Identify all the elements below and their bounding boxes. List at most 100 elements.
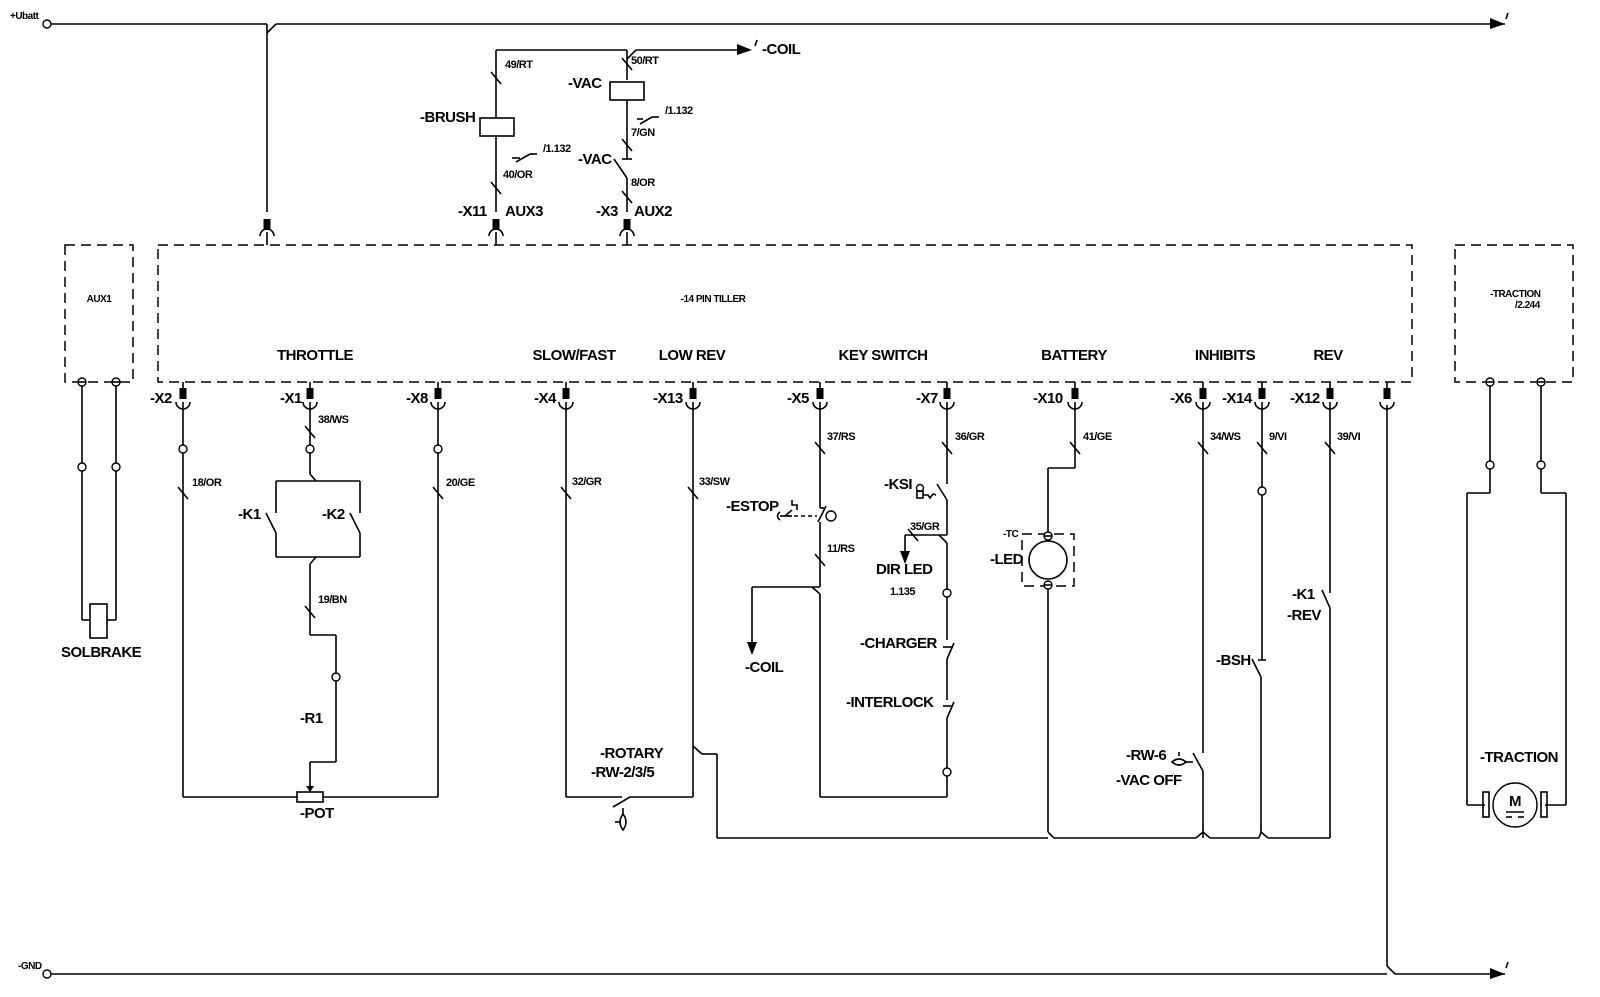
- rw6-actuator-icon: [1170, 758, 1188, 766]
- svg-text:-X10: -X10: [1033, 390, 1063, 407]
- ground-rail: -GND: [18, 405, 1509, 979]
- k1-rev-label: -K1: [1292, 586, 1315, 603]
- wire-label: 40/OR: [503, 169, 533, 181]
- estop-latch-icon: [825, 510, 837, 522]
- svg-text:38/WS: 38/WS: [318, 414, 349, 426]
- svg-text:-X5: -X5: [787, 390, 809, 407]
- svg-text:-X1: -X1: [280, 390, 302, 407]
- ksi-contact-icon: [936, 483, 948, 501]
- traction-title: -TRACTION: [1490, 289, 1541, 300]
- pin-x4: -X4: [534, 382, 574, 410]
- traction-module: -TRACTION /2.244 M -TRACTION: [1454, 244, 1574, 828]
- svg-text:39/VI: 39/VI: [1337, 431, 1361, 443]
- wire-label: 7/GN: [631, 127, 655, 139]
- r1-label: -R1: [300, 710, 323, 727]
- arrow-right-icon: [1490, 968, 1505, 979]
- arrow-right-icon: [1490, 18, 1505, 29]
- svg-text:9/VI: 9/VI: [1269, 431, 1287, 443]
- coil-label: -COIL: [745, 659, 784, 676]
- potentiometer-icon: [296, 791, 324, 803]
- led-label: -LED: [990, 551, 1024, 568]
- pin-x6: -X6: [1170, 382, 1211, 410]
- contact-reference: /1.132: [543, 143, 571, 155]
- k2-contact-icon: [349, 512, 361, 534]
- contact-reference: /1.132: [665, 105, 693, 117]
- k1-rev-contact-icon: [1321, 589, 1331, 609]
- pin-x1: -X1: [280, 382, 318, 410]
- section-rev: REV: [1313, 347, 1343, 364]
- svg-text:-X4: -X4: [534, 390, 557, 407]
- pot-label: -POT: [300, 805, 334, 822]
- svg-text:-X2: -X2: [150, 390, 172, 407]
- pin-gnd: [1379, 382, 1395, 410]
- inhibits-rev-circuit: 34/WS -RW-6 -VAC OFF 9/VI -BSH 39/VI -K1…: [1116, 402, 1361, 839]
- svg-text:33/SW: 33/SW: [699, 476, 731, 488]
- svg-text:18/OR: 18/OR: [192, 477, 222, 489]
- rotary-switch-icon: [612, 796, 631, 808]
- pin-x5: -X5: [787, 382, 828, 410]
- interlock-label: -INTERLOCK: [846, 694, 934, 711]
- rw235-label: -RW-2/3/5: [591, 764, 654, 781]
- svg-text:-X12: -X12: [1290, 390, 1320, 407]
- battery-led-icon: [1028, 540, 1068, 580]
- brush-label: -BRUSH: [420, 109, 475, 126]
- wire-label: 49/RT: [505, 59, 533, 71]
- k1-label: -K1: [238, 506, 261, 523]
- svg-text:-X7: -X7: [916, 390, 938, 407]
- aux1-label: AUX1: [87, 294, 113, 305]
- svg-text:-X6: -X6: [1170, 390, 1192, 407]
- bsh-contact-icon: [1251, 658, 1262, 678]
- wire-label: 8/OR: [631, 177, 655, 189]
- rw6-label: -RW-6: [1126, 747, 1166, 764]
- charger-contact-icon: [946, 642, 955, 660]
- key-switch-circuit: 37/RS -ESTOP 11/RS -COIL 36/GR -KSI 35/G…: [726, 402, 985, 798]
- svg-text:-X14: -X14: [1222, 390, 1253, 407]
- vac-off-label: -VAC OFF: [1116, 772, 1182, 789]
- charger-label: -CHARGER: [860, 635, 937, 652]
- k2-label: -K2: [322, 506, 345, 523]
- estop-mushroom-icon: [776, 511, 781, 521]
- svg-text:-X13: -X13: [653, 390, 683, 407]
- estop-label: -ESTOP: [726, 498, 779, 515]
- terminal-icon: [42, 19, 52, 29]
- slow-fast-low-rev-circuit: 32/GR -ROTARY -RW-2/3/5 33/SW: [560, 402, 1048, 839]
- vac-coil-label: -VAC: [568, 75, 602, 92]
- tiller-pins: -X2 -X1 -X8 -X4 -X13 -X5 -X7 -X10 -X6 -X…: [150, 382, 1395, 410]
- vac-contact-label: -VAC: [578, 151, 612, 168]
- pin-x14: -X14: [1222, 382, 1270, 410]
- terminal-icon: [42, 969, 52, 979]
- pin-x10: -X10: [1033, 382, 1083, 410]
- svg-text:35/GR: 35/GR: [910, 521, 940, 533]
- section-throttle: THROTTLE: [277, 347, 353, 364]
- svg-text:11/RS: 11/RS: [827, 543, 855, 555]
- brush-relay-coil-icon: [479, 117, 515, 137]
- arrow-right-icon: [737, 44, 752, 55]
- solbrake-label: SOLBRAKE: [61, 644, 142, 661]
- throttle-circuit: 18/OR 38/WS -K1 -K2 19/BN -R1 -POT: [177, 402, 475, 822]
- pin-x13: -X13: [653, 382, 701, 410]
- pin-x12: -X12: [1290, 382, 1338, 410]
- svg-text:-X8: -X8: [406, 390, 428, 407]
- ground-rail-label: -GND: [18, 961, 42, 972]
- vac-relay-coil-icon: [609, 81, 645, 101]
- svg-text:20/GE: 20/GE: [446, 477, 475, 489]
- traction-motor-icon: [1492, 782, 1538, 828]
- traction-motor-label: -TRACTION: [1480, 749, 1558, 766]
- estop-contact-icon: [817, 505, 827, 523]
- svg-text:41/GE: 41/GE: [1083, 431, 1112, 443]
- connector-name: AUX2: [634, 203, 672, 220]
- connector-name: AUX3: [505, 203, 543, 220]
- rev-label: -REV: [1287, 607, 1321, 624]
- aux1-module: AUX1 SOLBRAKE: [61, 244, 142, 661]
- rotary-actuator-icon: [619, 812, 627, 832]
- pin-x7: -X7: [916, 382, 955, 410]
- motor-symbol: M: [1509, 793, 1521, 810]
- section-battery: BATTERY: [1041, 347, 1107, 364]
- bsh-label: -BSH: [1216, 652, 1251, 669]
- tiller-label: -14 PIN TILLER: [681, 294, 747, 305]
- tc-label: -TC: [1003, 529, 1018, 540]
- aux-relay-circuit: -COIL 49/RT -BRUSH /1.132 40/OR -X11 AUX…: [420, 39, 801, 245]
- rotary-label: -ROTARY: [600, 745, 664, 762]
- arrow-down-icon: [747, 642, 757, 655]
- section-key-switch: KEY SWITCH: [839, 347, 928, 364]
